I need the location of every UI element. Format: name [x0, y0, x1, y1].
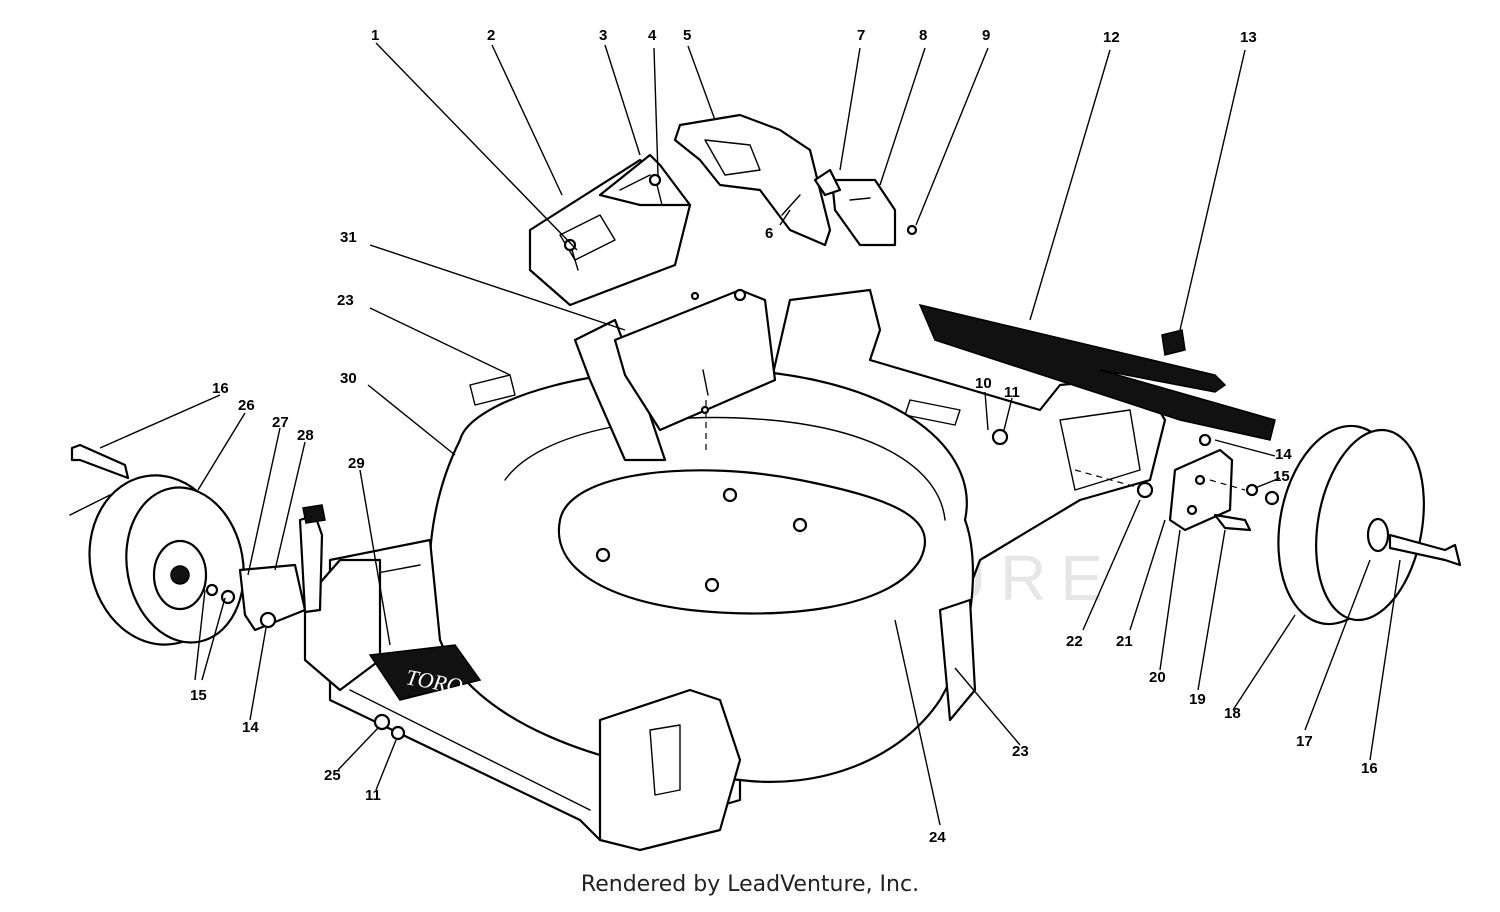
callout-label: 23	[337, 292, 354, 309]
rear-wheel-bracket	[1074, 433, 1280, 532]
callout-label: 25	[324, 767, 341, 784]
callout-label: 16	[212, 380, 229, 397]
callout-labels: 1 2 3 4 5 7 8 9 12 13 31 23 6 30 16 26 2…	[190, 27, 1378, 846]
left-front-wheel	[69, 443, 326, 646]
callout-label: 6	[765, 225, 773, 242]
height-adjust-lever	[673, 113, 918, 247]
callout-label: 26	[238, 397, 255, 414]
callout-label: 1	[371, 27, 379, 44]
callout-label: 28	[297, 427, 314, 444]
callout-label: 5	[683, 27, 691, 44]
rear-baffle-panel	[613, 288, 777, 450]
rear-flap	[918, 303, 1276, 441]
callout-label: 15	[1273, 468, 1290, 485]
callout-label: 30	[340, 370, 357, 387]
callout-label: 11	[365, 787, 381, 804]
lower-hardware	[373, 428, 1009, 741]
callout-label: 20	[1149, 669, 1166, 686]
callout-label: 9	[982, 27, 990, 44]
mower-deck: TORO	[303, 288, 1167, 852]
callout-label: 22	[1066, 633, 1083, 650]
callout-label: 14	[1275, 446, 1292, 463]
callout-label: 2	[487, 27, 495, 44]
callout-label: 4	[648, 27, 657, 44]
callout-label: 29	[348, 455, 365, 472]
callout-label: 18	[1224, 705, 1241, 722]
callout-label: 13	[1240, 29, 1257, 46]
callout-label: 3	[599, 27, 607, 44]
callout-label: 23	[1012, 743, 1029, 760]
callout-label: 24	[929, 829, 946, 846]
leader-lines	[99, 42, 1401, 826]
callout-label: 15	[190, 687, 207, 704]
callout-label: 8	[919, 27, 927, 44]
callout-label: 17	[1296, 733, 1313, 750]
callout-label: 16	[1361, 760, 1378, 777]
callout-label: 19	[1189, 691, 1206, 708]
callout-label: 14	[242, 719, 259, 736]
callout-label: 31	[340, 229, 357, 246]
cover-plate-assembly	[528, 153, 692, 307]
callout-label: 12	[1103, 29, 1120, 46]
callout-label: 7	[857, 27, 865, 44]
right-rear-wheel	[1277, 424, 1462, 626]
callout-label: 11	[1004, 384, 1020, 401]
callout-label: 27	[272, 414, 289, 431]
callout-label: 10	[975, 375, 992, 392]
footer-credit: Rendered by LeadVenture, Inc.	[580, 872, 920, 897]
callout-label: 21	[1116, 633, 1133, 650]
